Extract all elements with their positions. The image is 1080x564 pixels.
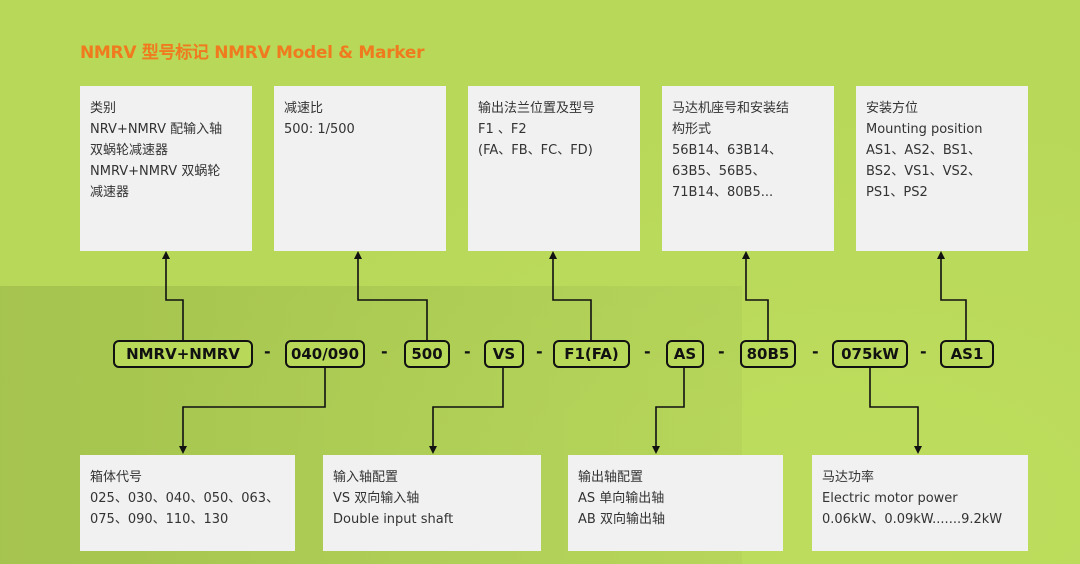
box-line: AS 单向输出轴 — [578, 491, 665, 506]
box-line: 箱体代号 — [90, 470, 143, 485]
box-line: 减速器 — [90, 185, 130, 200]
box-line: 500: 1/500 — [284, 122, 355, 137]
box-line: 马达功率 — [822, 470, 875, 485]
code-output-shaft: AS — [666, 340, 704, 368]
connector-mounting — [937, 251, 967, 340]
bottom-box-input-shaft: 输入轴配置 VS 双向输入轴 Double input shaft — [323, 455, 541, 551]
separator: - — [464, 342, 471, 361]
separator: - — [812, 342, 819, 361]
box-line: 输入轴配置 — [333, 470, 399, 485]
separator: - — [381, 342, 388, 361]
top-box-flange: 输出法兰位置及型号 F1 、F2 (FA、FB、FC、FD) — [468, 86, 640, 251]
separator: - — [920, 342, 927, 361]
box-line: 构形式 — [672, 122, 712, 137]
code-motor-frame: 80B5 — [740, 340, 796, 368]
separator: - — [536, 342, 543, 361]
box-line: 075、090、110、130 — [90, 512, 229, 527]
box-line: VS 双向输入轴 — [333, 491, 420, 506]
box-line: NRV+NMRV 配输入轴 — [90, 122, 223, 137]
box-line: F1 、F2 — [478, 122, 527, 137]
page-title: NMRV 型号标记 NMRV Model & Marker — [80, 43, 425, 63]
box-line: 71B14、80B5... — [672, 185, 774, 200]
separator: - — [718, 342, 725, 361]
box-line: AS1、AS2、BS1、 — [866, 143, 982, 158]
top-box-mounting: 安装方位 Mounting position AS1、AS2、BS1、 BS2、… — [856, 86, 1028, 251]
box-line: PS1、PS2 — [866, 185, 928, 200]
box-line: 63B5、56B5、 — [672, 164, 766, 179]
code-model: NMRV+NMRV — [113, 340, 253, 368]
code-input-shaft: VS — [484, 340, 524, 368]
box-line: 输出轴配置 — [578, 470, 644, 485]
connector-flange — [549, 251, 592, 340]
box-line: BS2、VS1、VS2、 — [866, 164, 982, 179]
box-line: NMRV+NMRV 双蜗轮 — [90, 164, 221, 179]
box-line: (FA、FB、FC、FD) — [478, 143, 593, 158]
top-box-ratio: 减速比 500: 1/500 — [274, 86, 446, 251]
code-size: 040/090 — [285, 340, 365, 368]
code-ratio: 500 — [404, 340, 450, 368]
separator: - — [644, 342, 651, 361]
box-line: 马达机座号和安装结 — [672, 101, 790, 116]
bottom-box-motor-power: 马达功率 Electric motor power 0.06kW、0.09kW.… — [812, 455, 1028, 551]
box-line: Electric motor power — [822, 491, 958, 506]
code-power: 075kW — [832, 340, 908, 368]
box-line: 减速比 — [284, 101, 324, 116]
bottom-box-case-size: 箱体代号 025、030、040、050、063、 075、090、110、13… — [80, 455, 295, 551]
bottom-box-output-shaft: 输出轴配置 AS 单向输出轴 AB 双向输出轴 — [568, 455, 783, 551]
connector-power — [869, 368, 922, 454]
connector-input — [429, 368, 504, 454]
top-box-category: 类别 NRV+NMRV 配输入轴 双蜗轮减速器 NMRV+NMRV 双蜗轮 减速… — [80, 86, 252, 251]
box-line: 输出法兰位置及型号 — [478, 101, 596, 116]
box-line: 025、030、040、050、063、 — [90, 491, 280, 506]
top-box-motor-frame: 马达机座号和安装结 构形式 56B14、63B14、 63B5、56B5、 71… — [662, 86, 834, 251]
box-line: AB 双向输出轴 — [578, 512, 665, 527]
connector-ratio — [354, 251, 428, 340]
separator: - — [264, 342, 271, 361]
box-line: 类别 — [90, 101, 117, 116]
code-flange: F1(FA) — [553, 340, 630, 368]
box-line: 0.06kW、0.09kW.......9.2kW — [822, 512, 1003, 527]
box-line: Mounting position — [866, 122, 983, 137]
connector-category — [162, 251, 184, 340]
box-line: 双蜗轮减速器 — [90, 143, 169, 158]
box-line: Double input shaft — [333, 512, 454, 527]
connector-case — [179, 368, 326, 454]
box-line: 安装方位 — [866, 101, 919, 116]
connector-output — [652, 368, 685, 454]
box-line: 56B14、63B14、 — [672, 143, 783, 158]
code-mounting: AS1 — [940, 340, 994, 368]
connector-motor-frame — [742, 251, 769, 340]
